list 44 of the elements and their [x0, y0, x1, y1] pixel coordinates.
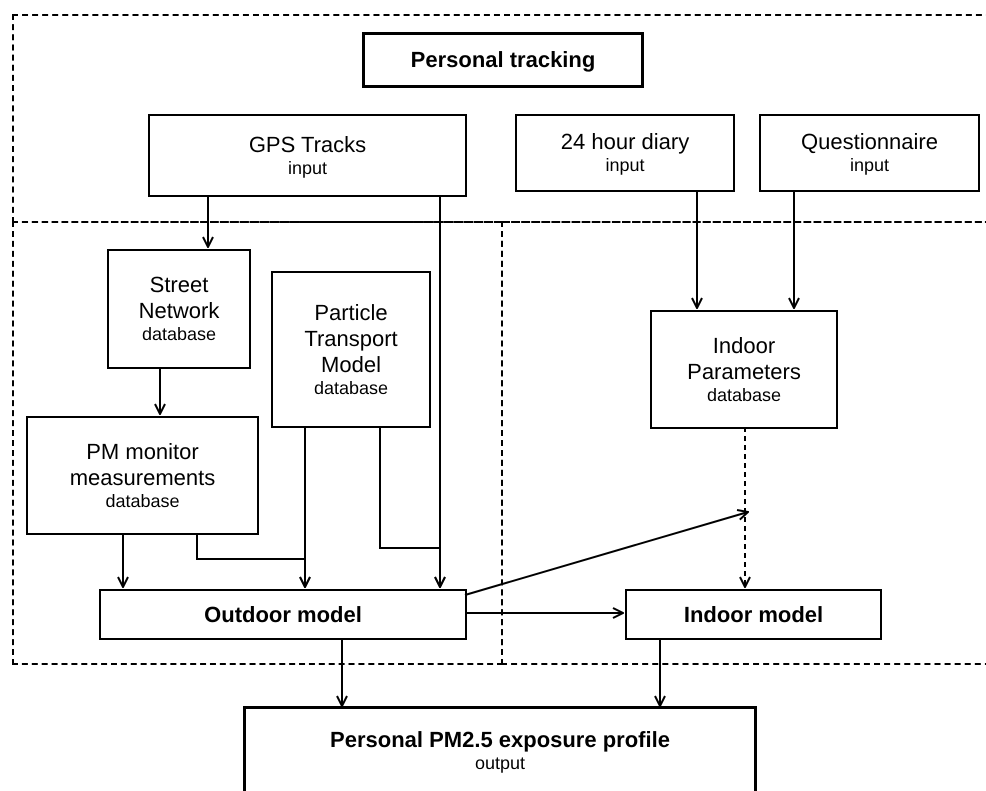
box-subtitle: input — [288, 158, 328, 180]
process-box — [26, 416, 259, 535]
process-box — [148, 114, 467, 197]
box-subtitle: database — [706, 384, 782, 406]
arrow — [691, 190, 703, 309]
process-box — [650, 310, 838, 429]
box-title: Particle Transport Model — [303, 300, 399, 378]
process-box — [625, 589, 882, 640]
arrow — [379, 426, 446, 588]
arrow — [739, 427, 751, 588]
box-title: Indoor Parameters — [686, 332, 802, 385]
arrow — [154, 367, 166, 415]
process-box — [243, 706, 757, 791]
arrow — [336, 638, 348, 707]
dashed-region — [12, 221, 503, 665]
box-subtitle: database — [314, 378, 388, 400]
box-subtitle: input — [850, 155, 890, 177]
arrow — [654, 638, 666, 707]
box-title: 24 hour diary — [560, 129, 690, 156]
arrow — [117, 533, 129, 588]
arrow — [202, 195, 214, 248]
box-subtitle: database — [142, 324, 216, 346]
arrow — [299, 426, 311, 588]
box-title: PM monitor measurements — [68, 438, 216, 491]
process-box — [759, 114, 980, 192]
box-title: GPS Tracks — [248, 132, 366, 158]
box-subtitle: output — [474, 753, 526, 775]
box-title: Personal PM2.5 exposure profile — [330, 727, 670, 754]
box-title: Indoor model — [684, 602, 824, 628]
box-title: Questionnaire — [801, 129, 938, 156]
process-box — [107, 249, 251, 369]
arrow — [465, 607, 624, 619]
process-box — [271, 271, 431, 428]
box-title: Personal tracking — [410, 47, 596, 73]
box-subtitle: input — [605, 155, 645, 177]
process-box — [515, 114, 735, 192]
box-subtitle: database — [105, 490, 180, 512]
box-title: Outdoor model — [204, 602, 362, 628]
arrow — [464, 509, 749, 596]
box-title: Street Network — [138, 272, 220, 324]
dashed-region — [501, 221, 986, 665]
arrow — [788, 190, 800, 309]
process-box — [99, 589, 467, 640]
process-box — [362, 32, 644, 88]
